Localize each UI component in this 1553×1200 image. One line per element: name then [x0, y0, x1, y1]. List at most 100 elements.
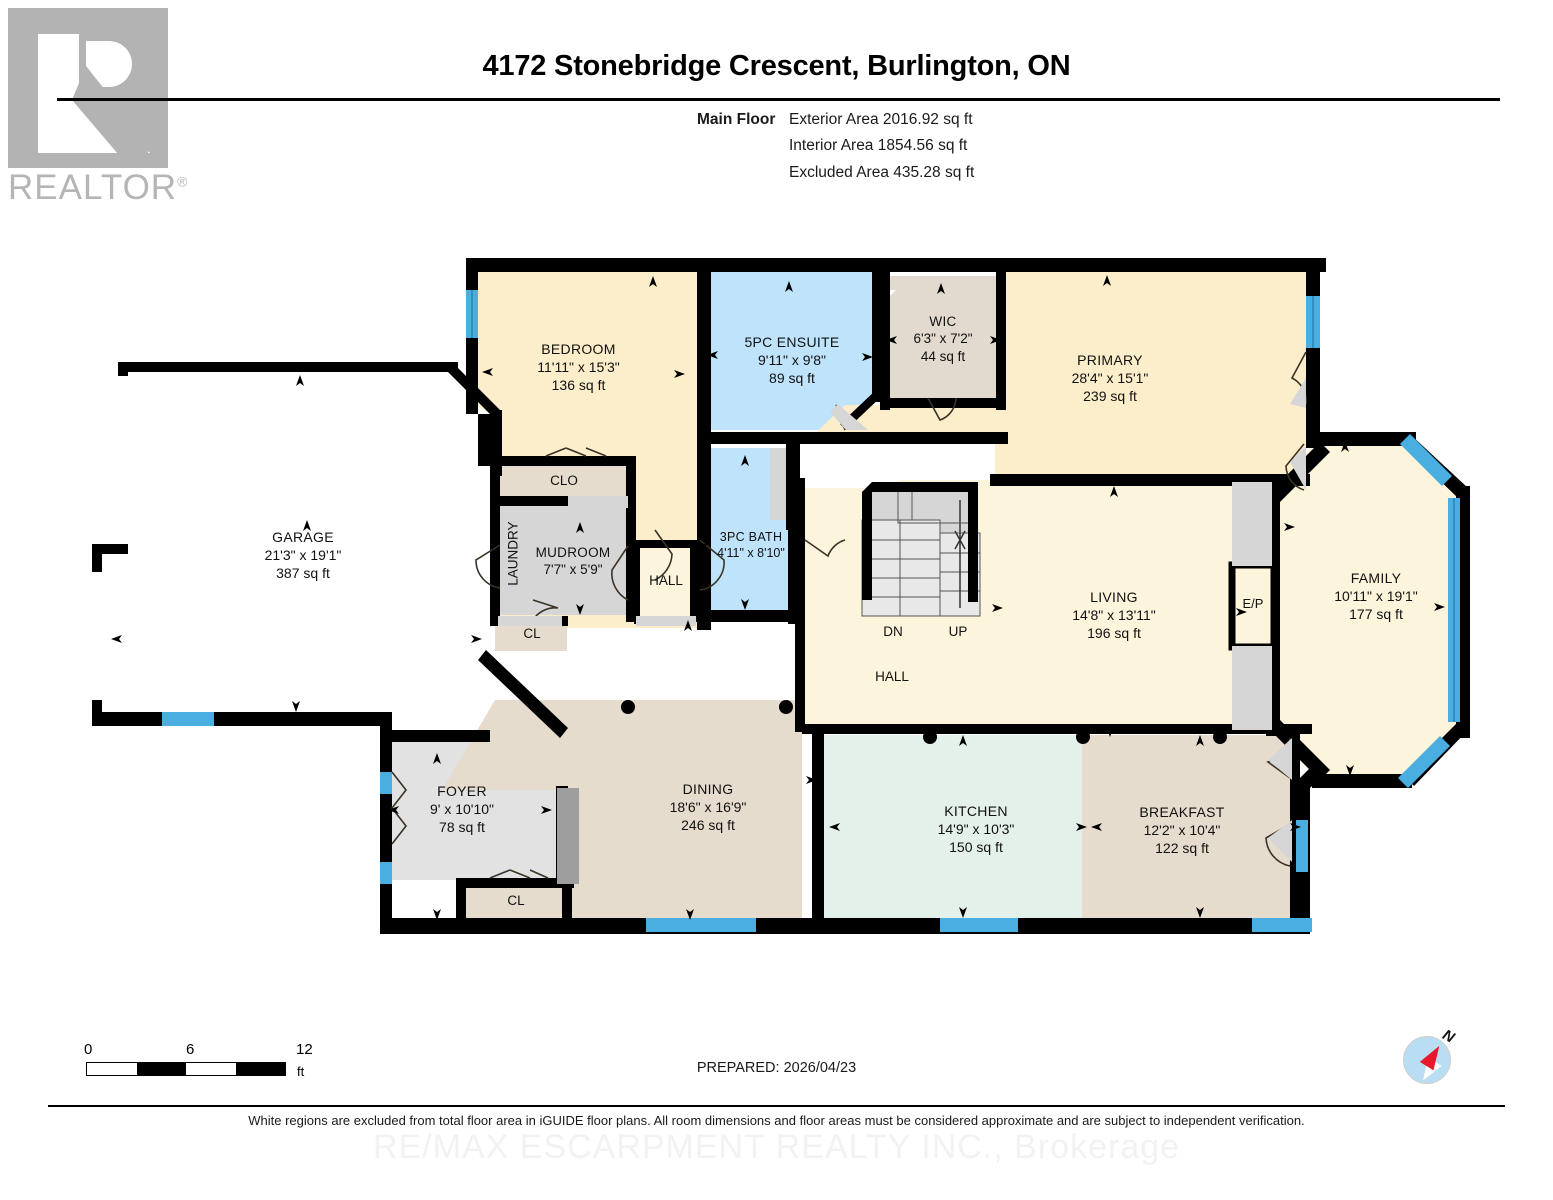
room-name: LIVING [1090, 589, 1138, 605]
room-name: MUDROOM [535, 545, 611, 560]
room-label-hall-mudroom: HALL [649, 573, 683, 588]
scale-bar [86, 1062, 286, 1076]
room-area: 150 sq ft [949, 838, 1003, 855]
room-label-stairs-up: UP [948, 624, 968, 639]
room-primary [810, 268, 1306, 480]
brokerage-watermark: RE/MAX ESCARPMENT REALTY INC., Brokerage [372, 1128, 1181, 1166]
floor-label: Main Floor [697, 111, 776, 128]
room-clo [498, 462, 632, 498]
room-label-garage: GARAGE 21'3" x 19'1" 387 sq ft [213, 529, 393, 583]
room-dims: 14'9" x 10'3" [937, 820, 1015, 837]
room-label-cl-foyer: CL [507, 893, 525, 908]
room-area: 89 sq ft [769, 369, 815, 386]
room-label-cl-mudroom: CL [523, 626, 541, 641]
room-area: 196 sq ft [1087, 624, 1141, 641]
room-dims: 11'11" x 15'3" [537, 358, 620, 375]
room-dims: 21'3" x 19'1" [264, 546, 342, 563]
scale-tick-12: 12 [296, 1041, 313, 1058]
scale-tick-0: 0 [84, 1041, 93, 1058]
room-name: WIC [929, 314, 957, 329]
title-divider [57, 98, 1500, 101]
room-dims: 9' x 10'10" [429, 800, 495, 817]
room-label-breakfast: BREAKFAST 12'2" x 10'4" 122 sq ft [1096, 804, 1268, 858]
exterior-area: Exterior Area 2016.92 sq ft [789, 111, 973, 128]
room-area: 136 sq ft [551, 376, 606, 393]
room-family [1272, 440, 1460, 782]
room-label-bedroom: BEDROOM 11'11" x 15'3" 136 sq ft [486, 341, 671, 395]
room-garage [100, 366, 500, 712]
room-area: 387 sq ft [276, 564, 330, 581]
room-label-5pc-ensuite: 5PC ENSUITE 9'11" x 9'8" 89 sq ft [703, 334, 881, 388]
footer-divider [48, 1105, 1505, 1107]
room-label-laundry: LAUNDRY [505, 521, 521, 586]
room-name: KITCHEN [944, 803, 1008, 819]
fireplace-columns [1232, 482, 1272, 730]
room-label-primary: PRIMARY 28'4" x 15'1" 239 sq ft [1022, 352, 1198, 406]
page-title: 4172 Stonebridge Crescent, Burlington, O… [482, 50, 1071, 82]
interior-area: Interior Area 1854.56 sq ft [789, 137, 968, 155]
room-dims: 9'11" x 9'8" [758, 351, 826, 368]
room-label-electrical-panel: E/P [1242, 596, 1264, 611]
floor-area-summary: Main Floor Exterior Area 2016.92 sq ft I… [697, 110, 974, 189]
realtor-logo-text: REALTOR [8, 168, 178, 207]
room-dims: 7'7" x 5'9" [543, 562, 603, 578]
room-dims: 10'11" x 19'1" [1334, 587, 1418, 604]
room-area: 239 sq ft [1083, 387, 1137, 404]
room-dims: 28'4" x 15'1" [1071, 369, 1149, 386]
room-label-dining: DINING 18'6" x 16'9" 246 sq ft [620, 781, 796, 835]
room-name: BEDROOM [541, 341, 616, 357]
compass-icon: N [1399, 1026, 1461, 1090]
room-area: 78 sq ft [439, 818, 485, 835]
area-row: Excluded Area 435.28 sq ft [697, 163, 974, 182]
room-dims: 12'2" x 10'4" [1143, 821, 1221, 838]
room-kitchen [820, 735, 1082, 928]
room-label-stairs-dn: DN [883, 624, 903, 639]
scale-unit-label: ft [297, 1064, 305, 1079]
door-leaves [498, 378, 1306, 862]
room-name: 5PC ENSUITE [744, 334, 840, 350]
floor-plan-canvas: BEDROOM 11'11" x 15'3" 136 sq ft 5PC ENS… [92, 258, 1470, 934]
area-row: Interior Area 1854.56 sq ft [697, 136, 974, 155]
room-label-hall-main: HALL [875, 669, 909, 684]
registered-trademark-icon: ® [177, 173, 189, 190]
room-area: 246 sq ft [681, 816, 735, 833]
room-area: 44 sq ft [920, 348, 966, 364]
realtor-logo-mark [8, 8, 168, 168]
floor-plan-svg [92, 258, 1470, 934]
room-label-foyer: FOYER 9' x 10'10" 78 sq ft [390, 783, 534, 837]
scale-tick-6: 6 [186, 1041, 195, 1058]
room-dims: 6'3" x 7'2" [913, 331, 973, 347]
room-laundry [500, 505, 522, 615]
realtor-logo-wordmark: REALTOR® [8, 168, 188, 208]
room-5pc-ensuite [711, 270, 880, 430]
room-label-mudroom: MUDROOM 7'7" x 5'9" [508, 544, 638, 579]
room-dims: 4'11" x 8'10" [717, 546, 785, 560]
room-dims: 14'8" x 13'11" [1072, 606, 1156, 623]
room-hall-mudroom [637, 545, 694, 620]
realtor-logo: REALTOR® [8, 8, 187, 213]
room-name: BREAKFAST [1139, 804, 1225, 820]
area-row: Main Floor Exterior Area 2016.92 sq ft [697, 110, 974, 129]
room-mudroom [520, 505, 632, 615]
windows [162, 290, 1460, 932]
room-name: 3PC BATH [719, 530, 783, 544]
room-name: PRIMARY [1077, 352, 1143, 368]
room-name: DINING [682, 781, 734, 797]
room-label-wic: WIC 6'3" x 7'2" 44 sq ft [885, 313, 1001, 365]
room-breakfast [1082, 735, 1298, 928]
prepared-date: PREPARED: 2026/04/23 [696, 1060, 857, 1076]
room-area: 122 sq ft [1155, 839, 1209, 856]
room-label-3pc-bath: 3PC BATH 4'11" x 8'10" [695, 529, 807, 561]
room-cl-foyer [462, 884, 568, 920]
room-dining [442, 700, 802, 928]
excluded-area: Excluded Area 435.28 sq ft [789, 163, 975, 181]
room-wic [886, 276, 1000, 404]
room-dims: 18'6" x 16'9" [669, 798, 747, 815]
room-area: 177 sq ft [1349, 605, 1403, 622]
room-label-kitchen: KITCHEN 14'9" x 10'3" 150 sq ft [890, 803, 1062, 857]
interior-column [557, 788, 579, 884]
room-name: FOYER [437, 783, 487, 799]
room-label-living: LIVING 14'8" x 13'11" 196 sq ft [1026, 589, 1202, 643]
staircase [861, 482, 981, 617]
room-label-family: FAMILY 10'11" x 19'1" 177 sq ft [1288, 570, 1464, 624]
